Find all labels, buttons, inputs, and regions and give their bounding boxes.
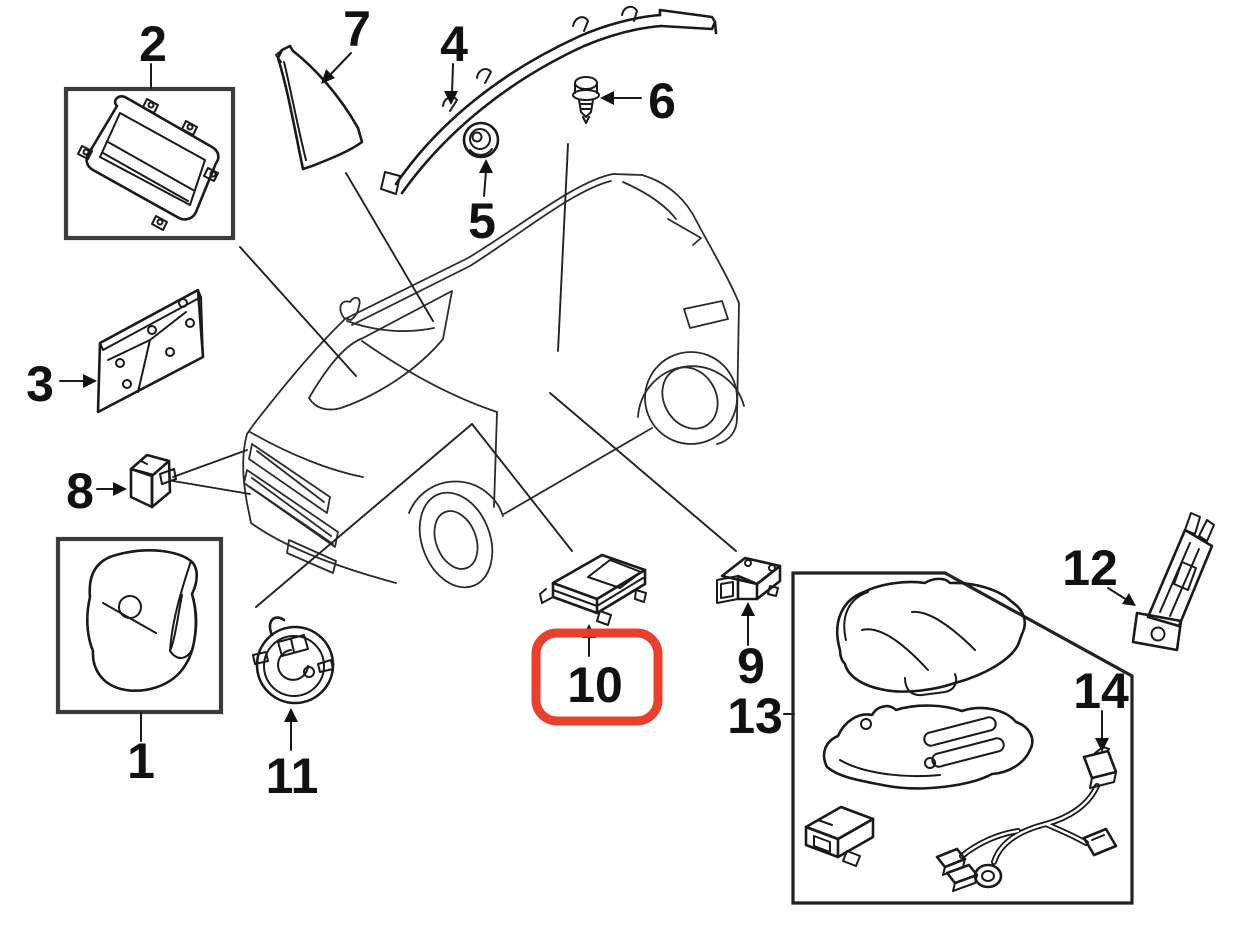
seat-cushion-drawing <box>835 577 1026 697</box>
seat-wiring-harness-drawing <box>935 746 1118 892</box>
part-12-side-airbag-module <box>1131 512 1215 652</box>
callout-4: 4 <box>440 16 468 72</box>
callout-labels: 1 2 3 4 5 6 7 8 9 10 11 12 13 14 <box>26 1 1129 804</box>
part-2-frame <box>63 86 236 241</box>
leader-lines <box>172 143 737 608</box>
vehicle-outline-drawing <box>242 173 745 589</box>
callout-1: 1 <box>127 733 155 789</box>
callout-10: 10 <box>567 657 623 713</box>
callout-14: 14 <box>1073 663 1129 719</box>
part-8-front-impact-sensor <box>129 453 177 509</box>
seat-box-frame <box>791 571 1134 905</box>
seat-pan-drawing <box>822 704 1034 790</box>
callout-5: 5 <box>468 193 496 249</box>
part-6-clip <box>572 76 600 124</box>
part-2-passenger-airbag-module <box>63 63 236 241</box>
callout-2: 2 <box>139 16 167 72</box>
part-5-nut <box>462 121 500 159</box>
callout-6: 6 <box>648 73 676 129</box>
part-9-impact-sensor <box>716 556 782 604</box>
callout-13: 13 <box>727 688 783 744</box>
part-3-bracket-plate <box>96 288 205 414</box>
callout-7: 7 <box>343 1 371 57</box>
part-1-frame <box>55 536 224 715</box>
part-1-driver-airbag-module <box>55 536 224 742</box>
callout-11: 11 <box>266 748 319 804</box>
part-11-clock-spring <box>252 616 335 705</box>
part-10-srs-control-module <box>539 553 647 626</box>
seat-assembly-box <box>791 571 1134 905</box>
highlight-box-callout-10 <box>531 628 663 726</box>
seat-module-drawing <box>804 805 875 867</box>
part-4-curtain-airbag-rail <box>380 5 718 195</box>
callout-3: 3 <box>26 356 54 412</box>
callout-arrows <box>59 52 1136 752</box>
callout-9: 9 <box>737 638 765 694</box>
part-7-pillar-trim <box>275 44 364 171</box>
callout-8: 8 <box>66 463 94 519</box>
callout-12: 12 <box>1062 540 1118 596</box>
